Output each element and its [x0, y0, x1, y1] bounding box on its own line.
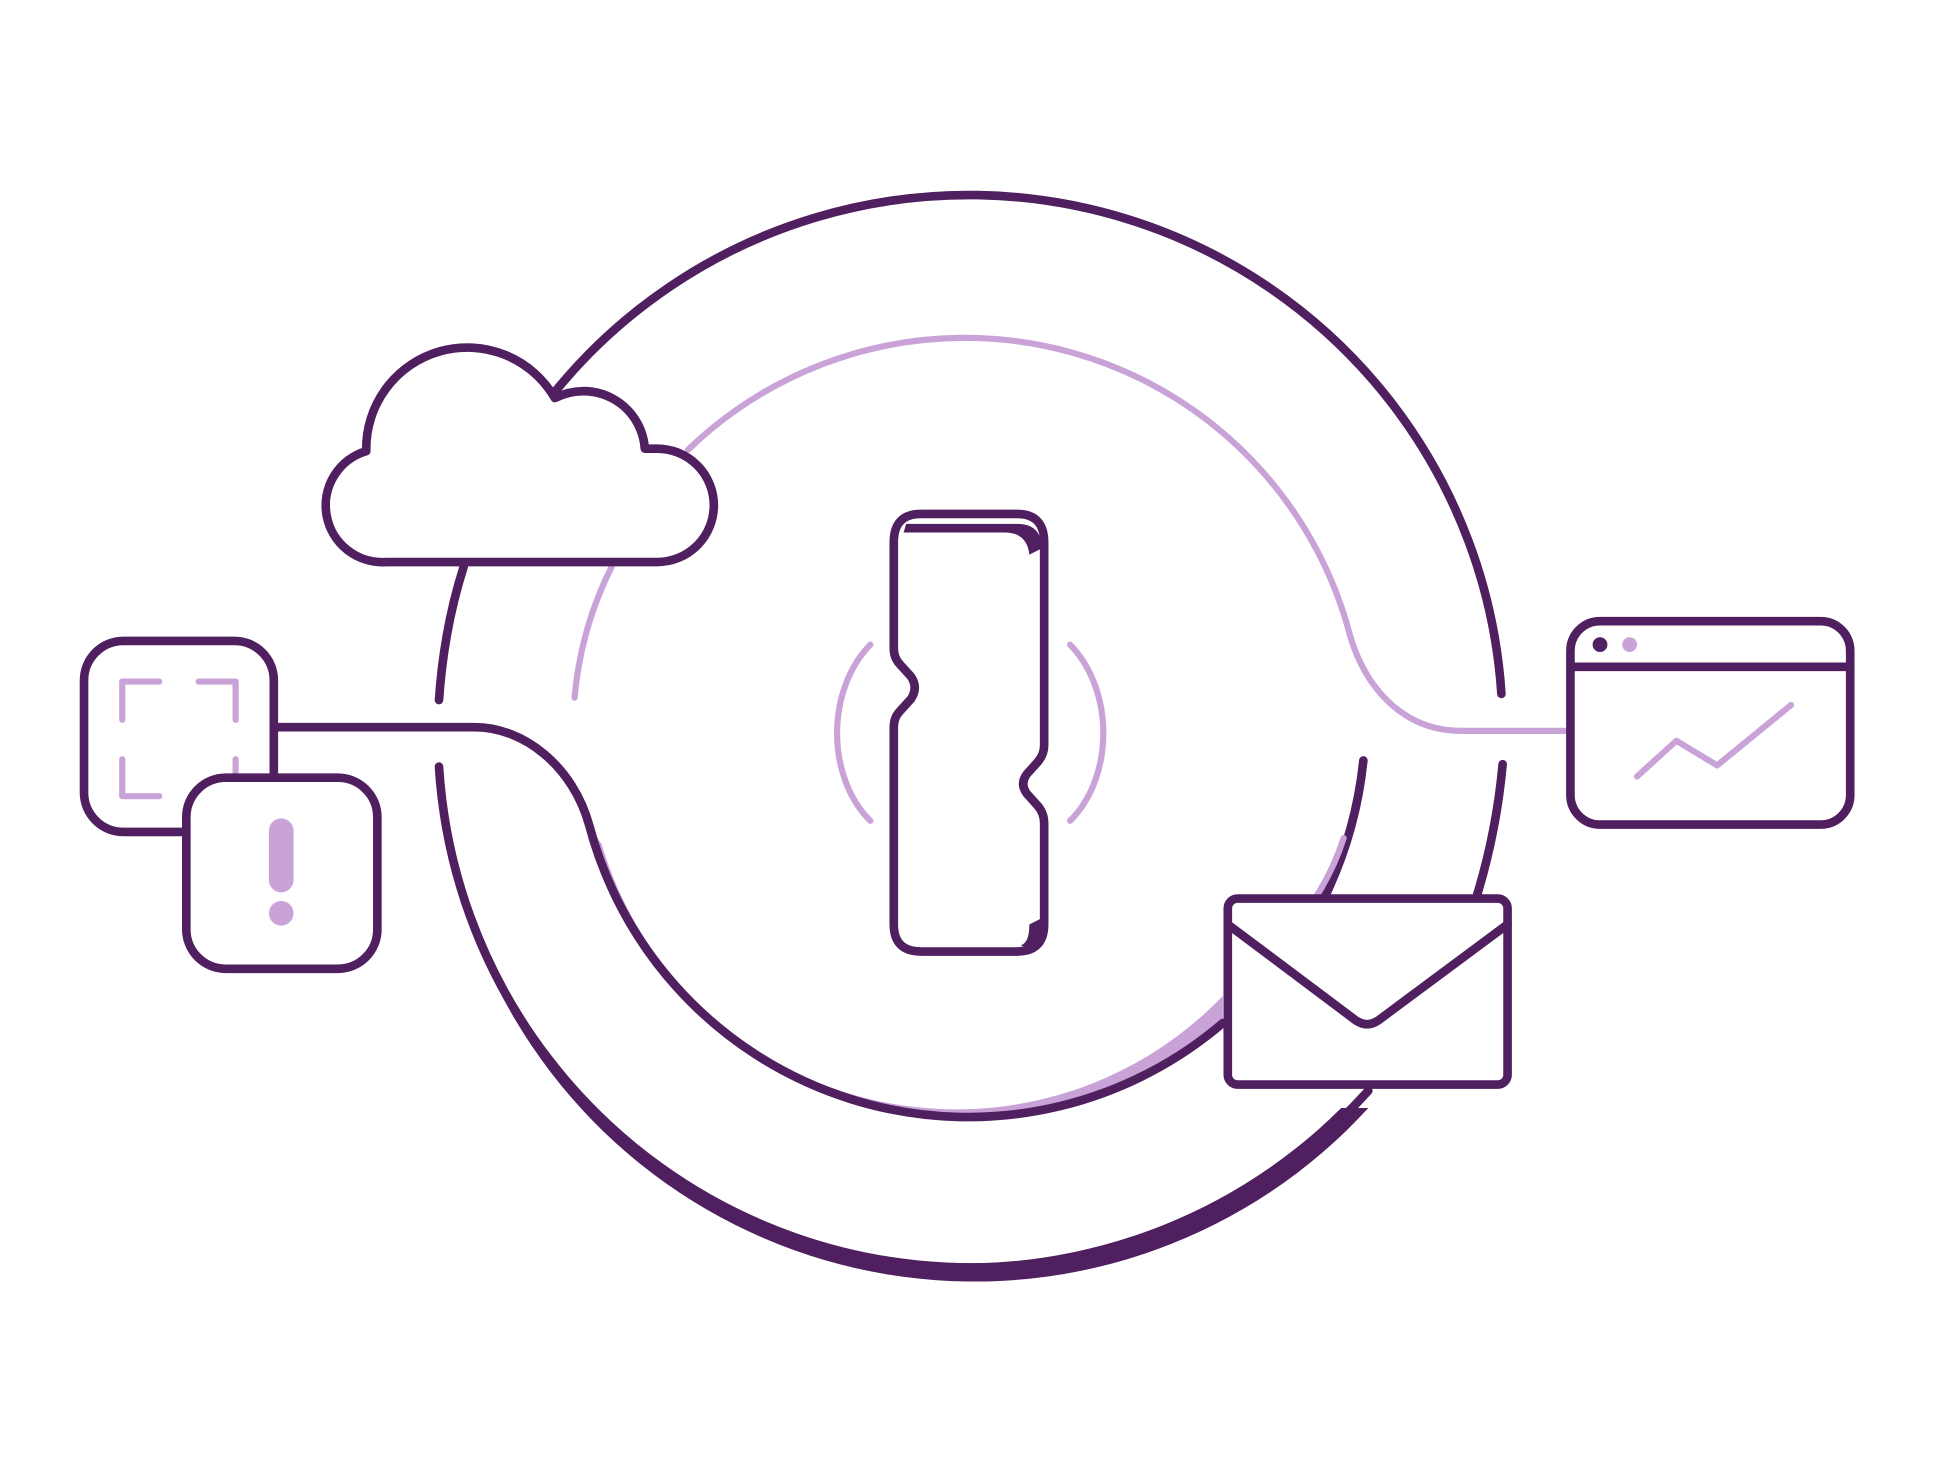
- browser-chart-icon: [1566, 616, 1855, 829]
- signal-wave-right-icon: [1066, 641, 1107, 824]
- inner-ring-top-arc: [684, 334, 1572, 734]
- outer-ring-top-arc: [550, 190, 1506, 699]
- cloud-icon: [321, 343, 719, 567]
- envelope-icon: [1223, 894, 1512, 1089]
- alert-icon: [182, 773, 382, 974]
- inner-ring-left-segment: [571, 563, 615, 701]
- outer-ring-bottom-arc: [434, 762, 1373, 1272]
- outer-ring-bottom-shadow: [499, 990, 1369, 1282]
- outer-ring-left-segment: [434, 562, 468, 705]
- phone-icon: [889, 509, 1049, 956]
- signal-wave-left-icon: [834, 641, 874, 824]
- inner-ring-bottom-arc: [269, 722, 1228, 1122]
- inner-ring-right-segment: [1320, 756, 1368, 901]
- outer-ring-right-segment: [1472, 759, 1507, 901]
- inner-ring-right-light: [1313, 835, 1347, 900]
